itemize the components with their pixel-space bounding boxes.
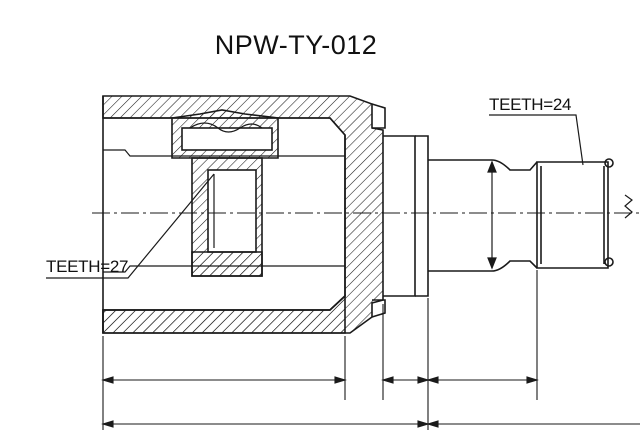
flange: [371, 103, 538, 318]
trunnion-lower: [191, 251, 263, 277]
shaft-end-cut: [624, 194, 633, 219]
circlip-bottom: [604, 257, 614, 267]
leader-teeth-24: [489, 114, 584, 166]
flange-body: [383, 135, 416, 297]
roller-top-wave: [189, 122, 263, 133]
diameter-dimension: [487, 160, 497, 270]
circlip-top: [604, 158, 614, 168]
flange-chamfer: [415, 135, 429, 297]
spline-outline: [536, 161, 609, 269]
roller-top-inner: [181, 127, 273, 151]
tripod-assembly: [171, 109, 279, 277]
shaft-fillet-top: [491, 159, 538, 171]
housing-bottom-wall: [102, 294, 346, 334]
length-dimensions: [101, 376, 640, 428]
trunnion-inner-spline: [207, 169, 257, 253]
extension-lines: [102, 270, 538, 430]
inner-teeth-label: TEETH=27: [46, 257, 129, 276]
spline-shaft: [536, 158, 633, 269]
flange-step-bottom: [371, 299, 386, 318]
housing-inner-ledge-top: [103, 117, 346, 311]
flange-step-top: [371, 103, 386, 129]
leader-teeth-27: [46, 173, 215, 279]
leader-lines: [46, 114, 584, 279]
shaft-fillet-bottom: [491, 260, 538, 272]
part-number-title: NPW-TY-012: [214, 30, 378, 60]
spline-teeth-label: TEETH=24: [489, 95, 572, 114]
